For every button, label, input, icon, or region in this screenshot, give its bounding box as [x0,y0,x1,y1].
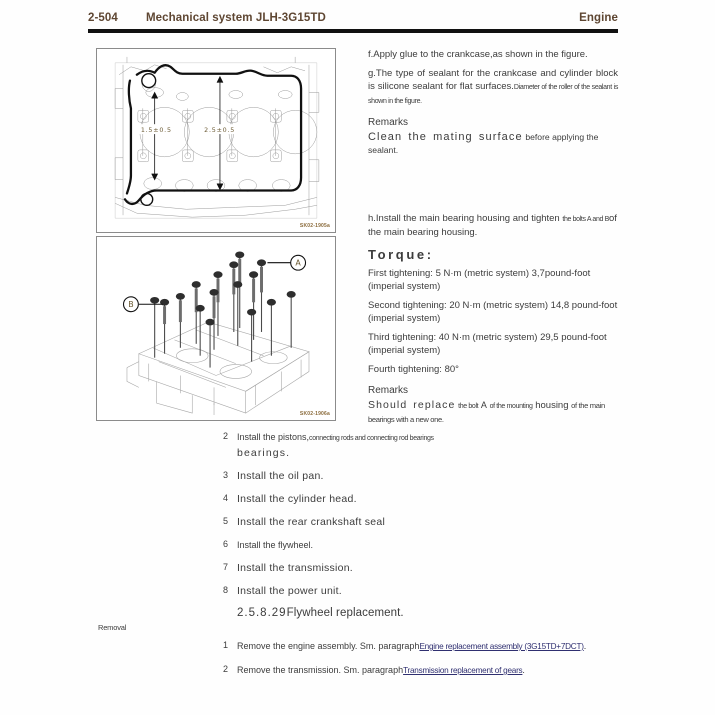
svg-text:B: B [128,300,133,309]
step-number: 5 [223,516,229,526]
step-number: 8 [223,585,229,595]
list-item: 2 Install the pistons,connecting rods an… [223,430,618,460]
removal-2-tail: . [522,665,525,675]
header-row: 2-504 Mechanical system JLH-3G15TD Engin… [88,12,618,24]
step-text: Remove the transmission. Sm. paragraphTr… [237,663,618,678]
column-spacer [368,163,618,212]
removal-2-lead: Remove the transmission. Sm. paragraph [237,665,404,675]
step-2-tail: bearings. [237,447,291,459]
step-number: 6 [223,539,229,549]
figure-code: SK02-1905a [299,223,330,229]
step-g-part2: Diameter of the roller of the sealant is… [368,84,618,105]
list-item: 3 Install the oil pan. [223,469,618,483]
torque-third: Third tightening: 40 N·m (metric system)… [368,332,607,356]
removal-1-tail: . [583,641,587,651]
list-item: 1 Remove the engine assembly. Sm. paragr… [223,639,618,654]
remark-1-emphasis: Clean the mating surface [368,131,523,143]
header-divider [88,29,618,33]
section-number: 2.5.8.29 [237,607,287,619]
step-text: Install the oil pan. [237,470,324,482]
step-number: 7 [223,562,229,572]
header-title: Mechanical system JLH-3G15TD [146,12,326,24]
torque-first: First tightening: 5 N·m (metric system) … [368,268,591,292]
main-bearing-housing-bolts-figure: A B SK02-1906a [96,236,336,421]
svg-text:A: A [295,259,301,268]
torque-fourth: Fourth tightening: 80° [368,364,459,375]
page-header: 2-504 Mechanical system JLH-3G15TD Engin… [88,0,618,40]
crankcase-diagram: 1.5±0.5 2.5±0.5 [114,56,320,219]
step-text: Remove the engine assembly. Sm. paragrap… [237,639,618,654]
page-number: 2-504 [88,12,118,24]
step-2-main: Install the pistons, [237,432,310,442]
torque-heading: Torque: [368,247,434,262]
remark-1-tail: before applying the sealant. [368,132,599,155]
step-g-text: g.The type of sealant for the crankcase … [368,67,618,108]
text-column: f.Apply glue to the crankcase,as shown i… [368,48,618,432]
callout-a: A [267,254,307,271]
install-steps-list: 2 Install the pistons,connecting rods an… [98,430,618,687]
list-item: 4 Install the cylinder head. [223,492,618,506]
header-section: Engine [579,12,618,24]
list-item: 7 Install the transmission. [223,561,618,575]
remark-2-a: Should replace [368,399,456,411]
step-h-squeezed: the bolts A and B [562,216,609,223]
step-text: Install the transmission. [237,562,353,574]
remark-2-text: Should replace the bolt A of the mountin… [368,399,618,426]
remark-2-e: housing [535,400,569,411]
page-content: 2-504 Mechanical system JLH-3G15TD Engin… [88,0,618,715]
figure-code: SK02-1906a [299,411,330,417]
list-item: 8 Install the power unit. [223,584,618,598]
step-h-line2: of the main bearing housing. [368,213,617,238]
remark-1-text: Clean the mating surface before applying… [368,131,618,157]
step-text: Install the cylinder head. [237,493,357,505]
step-2-squeezed: connecting rods and connecting rod beari… [309,435,434,442]
bearing-housing-diagram: A B [122,251,310,416]
step-text: Install the power unit. [237,585,342,597]
remark-2-b: the bolt [458,403,479,410]
step-number: 4 [223,493,229,503]
step-number: 1 [223,640,229,650]
step-text: Install the pistons,connecting rods and … [237,430,618,460]
remarks-label-2: Remarks [368,385,409,396]
remarks-label: Remarks [368,117,409,128]
list-item: 5 Install the rear crankshaft seal [223,515,618,529]
section-title: Flywheel replacement. [286,607,404,619]
callout-b: B [122,296,163,313]
step-number: 2 [223,664,229,674]
removal-1-lead: Remove the engine assembly. Sm. paragrap… [237,641,420,651]
step-h-text: h.Install the main bearing housing and t… [368,212,618,239]
step-f-text: f.Apply glue to the crankcase,as shown i… [368,49,588,60]
step-number: 2 [223,431,229,441]
list-item: 2 Remove the transmission. Sm. paragraph… [223,663,618,678]
step-g-part1: g.The type of sealant for the crankcase … [368,68,618,92]
list-item: 6 Install the flywheel. [223,538,618,552]
step-text: Install the flywheel. [237,540,314,550]
step-h-line1: h.Install the main bearing housing and t… [368,213,560,224]
remark-2-d: of the mounting [489,403,533,410]
step-text: Install the rear crankshaft seal [237,516,386,528]
svg-text:2.5±0.5: 2.5±0.5 [204,127,235,134]
transmission-replacement-link[interactable]: Transmission replacement of gears [403,666,523,675]
remark-2-c: A [480,400,487,410]
figure-column: 1.5±0.5 2.5±0.5 SK02-1905a [96,48,336,421]
torque-second: Second tightening: 20 N·m (metric system… [368,300,618,324]
removal-subheading: Removal [98,623,127,632]
svg-text:1.5±0.5: 1.5±0.5 [141,127,172,134]
section-heading: 2.5.8.29Flywheel replacement. [237,607,618,619]
step-number: 3 [223,470,229,480]
crankcase-sealant-figure: 1.5±0.5 2.5±0.5 SK02-1905a [96,48,336,233]
remark-2-f: of the main bearings with a new one. [368,401,605,424]
engine-replacement-link[interactable]: Engine replacement assembly (3G15TD+7DCT… [419,642,584,651]
